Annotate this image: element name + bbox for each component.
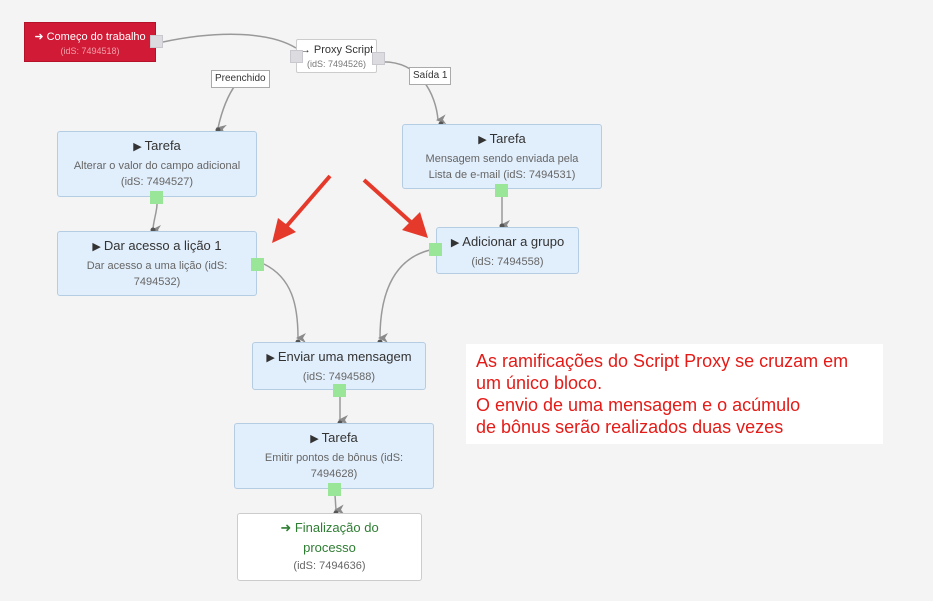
red-arrow-left [283, 174, 332, 230]
edge-lesson-message [263, 263, 307, 343]
play-icon: ▶ [92, 241, 101, 253]
node-title: Tarefa [489, 131, 526, 146]
play-icon: ▶ [478, 134, 487, 146]
output-port[interactable] [429, 243, 442, 256]
red-arrow-left-head [272, 218, 296, 243]
edge-group-message [378, 249, 431, 344]
play-icon: ▶ [133, 141, 142, 153]
output-port[interactable] [372, 52, 385, 65]
node-id: (idS: 7494526) [306, 59, 367, 69]
edge-bonus-end [334, 494, 345, 515]
note-line: As ramificações do Script Proxy se cruza… [476, 351, 849, 371]
node-send-message[interactable]: ▶Enviar uma mensagem (idS: 7494588) [252, 342, 426, 390]
node-start[interactable]: ➜ Começo do trabalho (idS: 7494518) [24, 22, 156, 62]
output-port[interactable] [150, 35, 163, 48]
annotation-note: As ramificações do Script Proxy se cruza… [466, 344, 883, 444]
play-icon: ▶ [450, 237, 460, 249]
edge-task-left-lesson [151, 203, 162, 236]
node-title: Proxy Script [313, 44, 374, 56]
play-icon: ▶ [310, 433, 319, 445]
edge-label-filled: Preenchido [211, 70, 270, 88]
edge-start-proxy [162, 33, 297, 49]
sign-in-icon: ➜ [34, 31, 44, 43]
node-proxy-script[interactable]: → Proxy Script (idS: 7494526) [296, 39, 377, 73]
node-task-email-list[interactable]: ▶Tarefa Mensagem sendo enviada pela List… [402, 124, 602, 189]
play-icon: ▶ [266, 352, 275, 364]
edge-proxy-task-left [216, 83, 237, 135]
note-line: O envio de uma mensagem e o acúmulo [476, 395, 801, 415]
output-port[interactable] [328, 483, 341, 496]
note-line: um único bloco. [476, 373, 603, 393]
node-description: Mensagem sendo enviada pela Lista de e-m… [425, 153, 579, 181]
input-port[interactable] [290, 50, 303, 63]
output-port[interactable] [251, 258, 264, 271]
node-id: (idS: 7494518) [60, 46, 120, 56]
node-description: (idS: 7494588) [302, 371, 376, 383]
node-title: Tarefa [321, 430, 358, 445]
arrow-right-icon: → [299, 44, 311, 56]
node-description: (idS: 7494558) [471, 256, 544, 268]
red-arrow-right-head [402, 212, 428, 238]
node-task-bonus[interactable]: ▶Tarefa Emitir pontos de bônus (idS: 749… [234, 423, 434, 489]
node-task-change-field[interactable]: ▶Tarefa Alterar o valor do campo adicion… [57, 131, 257, 197]
node-title: Enviar uma mensagem [277, 349, 412, 364]
output-port[interactable] [150, 191, 163, 204]
edge-label-exit-1: Saída 1 [409, 67, 452, 85]
node-title: Adicionar a grupo [462, 234, 565, 249]
output-port[interactable] [333, 384, 346, 397]
output-port[interactable] [495, 184, 508, 197]
node-title: Finalização do processo [294, 520, 379, 555]
node-title: Começo do trabalho [46, 31, 146, 43]
note-line: de bônus serão realizados duas vezes [476, 417, 784, 437]
node-description: Emitir pontos de bônus (idS: 7494628) [264, 452, 404, 480]
sign-out-icon: ➜ [280, 520, 292, 535]
node-title: Dar acesso a lição 1 [103, 238, 222, 253]
node-description: (idS: 7494636) [293, 560, 366, 572]
node-description: Alterar o valor do campo adicional (idS:… [73, 160, 241, 188]
node-add-to-group[interactable]: ▶Adicionar a grupo (idS: 7494558) [436, 227, 579, 274]
node-end-process[interactable]: ➜ Finalização do processo (idS: 7494636) [237, 513, 422, 581]
node-lesson-access[interactable]: ▶Dar acesso a lição 1 Dar acesso a uma l… [57, 231, 257, 296]
node-description: Dar acesso a uma lição (idS: 7494532) [86, 260, 228, 288]
node-title: Tarefa [144, 138, 181, 153]
